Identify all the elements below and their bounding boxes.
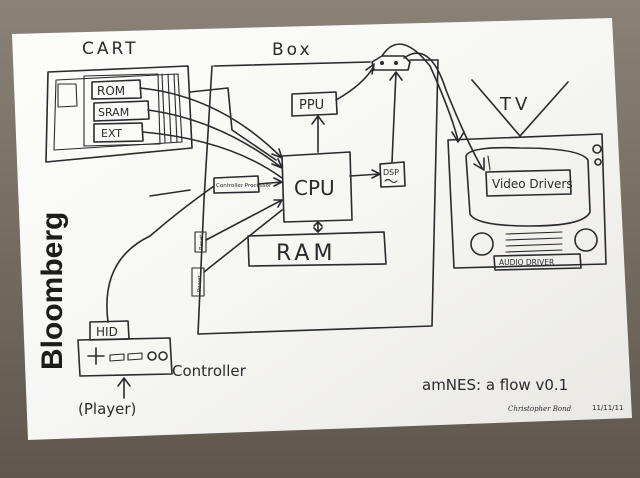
cart-ridges <box>161 73 178 143</box>
power-label: Power <box>197 275 203 292</box>
ppu-box <box>291 91 338 117</box>
output-jack-left <box>380 61 384 65</box>
controller-label: Controller <box>172 362 247 380</box>
tv-screen <box>465 146 591 227</box>
video-driver-label: Video Drivers <box>492 177 573 191</box>
cart-outline <box>45 65 193 163</box>
controller-cable <box>106 185 215 323</box>
arrow-cpu-ppu <box>311 115 325 153</box>
tv-knob-top <box>592 144 602 154</box>
arrow-screen-video-driver <box>487 155 491 171</box>
dsp-box <box>379 161 406 188</box>
cart-slot <box>57 83 78 108</box>
ram-box <box>247 231 387 267</box>
output-jack-right <box>394 61 398 65</box>
tv-speaker-right <box>574 228 598 252</box>
player-label: (Player) <box>78 400 136 418</box>
hid-label: HID <box>96 325 118 339</box>
cart-chip-board <box>83 73 161 147</box>
tv-knob-bottom <box>594 158 602 166</box>
arrow-output-tv-audio <box>403 52 485 171</box>
tv-outline <box>447 133 607 269</box>
arrow-cpu-dsp <box>349 169 381 179</box>
rom-box <box>91 79 142 100</box>
tv-label: TV <box>499 94 531 115</box>
select-start-buttons <box>109 352 143 362</box>
cart-label: CART <box>82 39 138 59</box>
dpad-icon <box>87 347 105 365</box>
arrow-cart-cpu <box>189 87 277 161</box>
cpu-box <box>281 151 353 223</box>
tv-speaker-left <box>470 232 494 256</box>
rom-label: ROM <box>97 84 125 98</box>
arrow-sram-cpu <box>147 109 283 169</box>
ext-box <box>93 122 144 143</box>
dsp-wave-icon <box>384 178 398 184</box>
sram-label: SRAM <box>98 106 129 119</box>
arrow-controller-proc-cpu <box>257 177 283 187</box>
player-to-controller-arrow <box>117 377 131 399</box>
box-label: Box <box>272 40 313 60</box>
arrow-cpu-ram <box>313 221 323 233</box>
ppu-label: PPU <box>299 98 324 113</box>
arrow-dsp-output <box>389 71 403 163</box>
video-driver-box <box>485 169 572 197</box>
tv-antenna <box>471 79 569 137</box>
controller-outline <box>77 337 173 377</box>
b-button <box>147 351 157 361</box>
audio-driver-box <box>493 253 582 271</box>
controller-processor-box <box>213 175 260 194</box>
arrow-power-cpu <box>203 209 283 273</box>
cart-left-cable <box>149 189 191 197</box>
tv-speaker-grille <box>505 231 563 253</box>
date-label: 11/11/11 <box>592 404 623 412</box>
arrow-ext-cpu <box>142 131 283 179</box>
dsp-label: DSP <box>383 168 399 177</box>
cpu-label: CPU <box>294 176 335 200</box>
sram-box <box>93 100 150 122</box>
arrow-output-tv-video <box>381 43 465 143</box>
audio-driver-label: AUDIO DRIVER <box>499 258 554 267</box>
diagram-title: amNES: a flow v0.1 <box>422 376 568 394</box>
cart-inner-outline <box>53 73 183 151</box>
box-outline <box>197 59 439 335</box>
bloomberg-watermark: Bloomberg <box>36 212 69 370</box>
power-button <box>191 267 205 297</box>
arrow-ppu-output <box>335 63 375 101</box>
arrow-rom-cpu <box>139 87 283 159</box>
reset-button <box>194 231 207 253</box>
ext-label: EXT <box>101 127 122 140</box>
ram-label: RAM <box>276 241 336 266</box>
reset-label: Reset <box>199 234 205 250</box>
signature: Christopher Bond <box>508 405 572 413</box>
a-button <box>158 351 168 361</box>
controller-processor-label: Controller Processor <box>216 183 272 189</box>
arrow-reset-cpu <box>205 199 283 241</box>
